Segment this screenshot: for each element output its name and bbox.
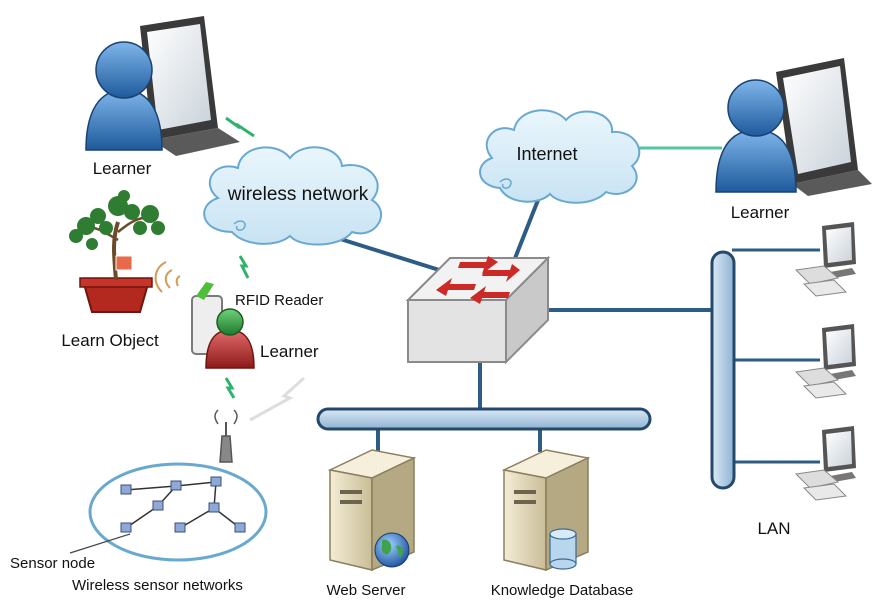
- lan-bus: [710, 250, 736, 490]
- learner-label: Learner: [260, 342, 319, 361]
- wireless-sensor-networks-label: Wireless sensor networks: [72, 577, 243, 594]
- learner-label: Learner: [93, 159, 152, 178]
- person-icon: [85, 41, 163, 151]
- web-server-label: Web Server: [327, 582, 406, 599]
- sensor-node-pointer: [69, 533, 131, 554]
- lan-computer: [794, 222, 856, 297]
- desktop-computer-icon: [794, 222, 856, 297]
- rfid-learner: RFID Reader Learner: [191, 255, 323, 422]
- antenna-icon: [214, 409, 238, 463]
- lightning-icon: [224, 377, 236, 399]
- rfid-signal-icon: [154, 261, 181, 293]
- connection-links: [317, 146, 820, 464]
- sensor-gateway: [214, 409, 238, 463]
- database-icon: [549, 528, 577, 570]
- person-icon: [715, 79, 797, 193]
- sensor-node-icon: [234, 522, 246, 533]
- globe-icon: [374, 532, 410, 568]
- wireless-network-cloud: wireless network: [203, 146, 383, 246]
- sensor-node-icon: [210, 476, 222, 487]
- cloud-icon: [479, 109, 641, 204]
- sensor-links: [125, 481, 241, 529]
- wireless-network-label: wireless network: [227, 184, 369, 205]
- lan-computer: [794, 324, 856, 399]
- laptop-icon: [140, 16, 240, 156]
- learn-object-label: Learn Object: [61, 331, 159, 350]
- sensor-node-icon: [174, 522, 186, 533]
- learn-object: Learn Object: [61, 190, 165, 350]
- wireless-sensor-network: Sensor node Wireless sensor networks: [10, 462, 268, 594]
- knowledge-database-label: Knowledge Database: [491, 582, 634, 599]
- desktop-computer-icon: [794, 426, 856, 501]
- sensor-node-label: Sensor node: [10, 555, 95, 572]
- lightning-icon: [249, 376, 306, 422]
- laptop-icon: [776, 58, 872, 196]
- sensor-node-icon: [170, 480, 182, 491]
- lightning-icon: [238, 255, 250, 279]
- person-icon: [205, 308, 255, 369]
- sensor-node-icon: [208, 502, 220, 513]
- server-bus: [316, 407, 652, 431]
- network-switch: [405, 255, 551, 365]
- learner-right: Learner: [715, 58, 872, 222]
- knowledge-database: Knowledge Database: [491, 449, 634, 599]
- lightning-icon: [225, 116, 255, 138]
- sensor-node-icon: [152, 500, 164, 511]
- internet-cloud: Internet: [479, 109, 641, 204]
- lan-computer: [794, 426, 856, 501]
- learner-label: Learner: [731, 203, 790, 222]
- rfid-reader-label: RFID Reader: [235, 292, 323, 309]
- sensor-nodes: [120, 476, 246, 533]
- switch-icon: [405, 255, 551, 365]
- sensor-node-icon: [120, 522, 132, 533]
- sensor-node-icon: [120, 484, 132, 495]
- internet-label: Internet: [516, 144, 577, 164]
- lan-label: LAN: [757, 519, 790, 538]
- desktop-computer-icon: [794, 324, 856, 399]
- learner-top-left: Learner: [85, 16, 255, 178]
- web-server: Web Server: [327, 449, 417, 599]
- cloud-icon: [203, 146, 383, 246]
- plant-icon: [69, 190, 165, 313]
